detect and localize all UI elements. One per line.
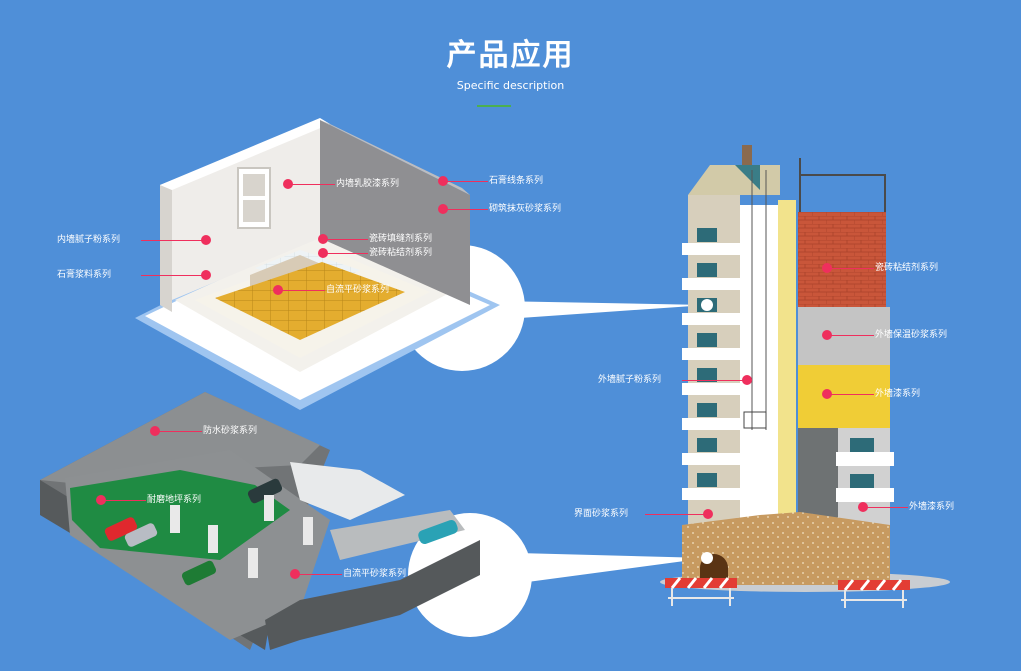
leader-line [866,507,908,508]
marker-tile-grout[interactable] [318,234,328,244]
label-exterior-paint-2[interactable]: 外墙漆系列 [909,502,955,512]
leader-line [682,380,744,381]
marker-waterproof-mortar[interactable] [150,426,160,436]
label-tile-grout[interactable]: 瓷砖填缝剂系列 [369,234,433,244]
title-underline [477,105,511,107]
label-self-leveling-room[interactable]: 自流平砂浆系列 [326,285,390,295]
marker-exterior-paint-2[interactable] [858,502,868,512]
label-self-leveling-parking[interactable]: 自流平砂浆系列 [343,569,407,579]
marker-tile-adhesive-building[interactable] [822,263,832,273]
label-tile-adhesive-building[interactable]: 瓷砖粘结剂系列 [875,263,939,273]
marker-self-leveling-parking[interactable] [290,569,300,579]
leader-line [141,240,203,241]
label-interior-putty[interactable]: 内墙腻子粉系列 [57,235,121,245]
marker-interior-putty[interactable] [201,235,211,245]
leader-line [446,181,488,182]
leader-line [104,500,146,501]
marker-exterior-putty[interactable] [742,375,752,385]
leader-line [298,574,342,575]
leader-line [141,275,203,276]
leader-line [645,514,705,515]
label-tile-adhesive-room[interactable]: 瓷砖粘结剂系列 [369,248,433,258]
leader-line [446,209,488,210]
label-exterior-paint-1[interactable]: 外墙漆系列 [875,389,921,399]
parking-callout-connector [480,552,707,585]
label-exterior-putty[interactable]: 外墙腻子粉系列 [598,375,662,385]
leader-line [326,239,368,240]
room-callout-anchor [701,299,713,311]
label-insulation-mortar[interactable]: 外墙保温砂浆系列 [875,330,948,340]
room-illustration [135,118,500,410]
marker-gypsum-slurry[interactable] [201,270,211,280]
marker-interior-latex-paint[interactable] [283,179,293,189]
label-gypsum-slurry[interactable]: 石膏浆料系列 [57,270,112,280]
leader-line [290,184,335,185]
marker-masonry-plaster[interactable] [438,204,448,214]
marker-wear-resistant-floor[interactable] [96,495,106,505]
marker-exterior-paint-1[interactable] [822,389,832,399]
leader-line [830,394,874,395]
building-illustration [660,145,950,608]
marker-tile-adhesive-room[interactable] [318,248,328,258]
marker-interface-mortar[interactable] [703,509,713,519]
leader-line [158,431,202,432]
leader-line [830,335,874,336]
marker-self-leveling-room[interactable] [273,285,283,295]
parking-illustration [40,392,480,650]
label-interior-latex-paint[interactable]: 内墙乳胶漆系列 [336,179,400,189]
leader-line [830,268,874,269]
marker-insulation-mortar[interactable] [822,330,832,340]
marker-gypsum-moulding[interactable] [438,176,448,186]
leader-line [281,290,325,291]
label-waterproof-mortar[interactable]: 防水砂浆系列 [203,426,258,436]
label-interface-mortar[interactable]: 界面砂浆系列 [574,509,629,519]
label-wear-resistant-floor[interactable]: 耐磨地坪系列 [147,495,202,505]
page-subtitle: Specific description [456,79,565,92]
parking-callout-anchor [701,552,713,564]
page-title: 产品应用 [446,38,575,73]
label-gypsum-moulding[interactable]: 石膏线条系列 [489,176,544,186]
leader-line [326,253,368,254]
label-masonry-plaster[interactable]: 砌筑抹灰砂浆系列 [489,204,562,214]
